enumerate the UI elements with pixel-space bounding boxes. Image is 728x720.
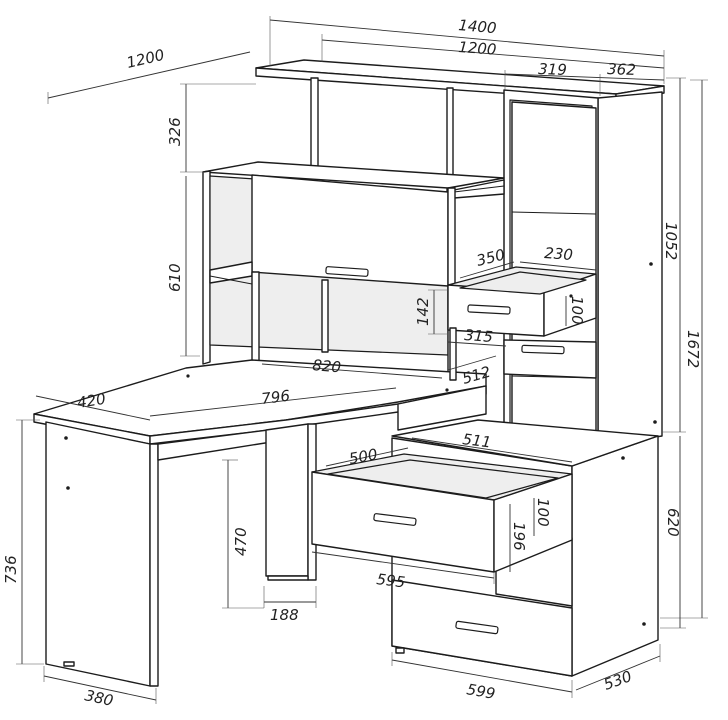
label-420: 420 — [76, 390, 107, 412]
dimension-labels: 1400 1200 319 362 1200 326 610 1052 1672… — [2, 16, 702, 710]
label-595: 595 — [376, 570, 407, 591]
label-1200-depth: 1200 — [125, 46, 166, 72]
upper-hutch — [202, 161, 505, 379]
label-1400: 1400 — [458, 16, 498, 37]
label-599: 599 — [465, 680, 496, 703]
label-620: 620 — [664, 508, 682, 537]
upper-drawer-open — [447, 266, 597, 337]
label-512: 512 — [460, 363, 492, 388]
label-196: 196 — [510, 522, 528, 551]
label-530: 530 — [601, 667, 634, 694]
label-500: 500 — [348, 445, 379, 468]
label-1672: 1672 — [684, 330, 702, 368]
label-736: 736 — [2, 555, 20, 584]
label-326: 326 — [166, 117, 184, 146]
upper-drawer-closed — [503, 339, 597, 379]
label-100-lower: 100 — [534, 498, 552, 527]
label-188: 188 — [270, 606, 299, 624]
label-230: 230 — [544, 244, 574, 264]
label-350: 350 — [475, 245, 507, 269]
label-511: 511 — [462, 430, 493, 451]
center-leg — [265, 423, 317, 581]
label-142: 142 — [414, 297, 432, 326]
label-100-upper: 100 — [568, 296, 586, 325]
label-820: 820 — [312, 356, 342, 376]
label-380: 380 — [83, 686, 115, 710]
label-610: 610 — [166, 263, 184, 292]
label-362: 362 — [607, 60, 636, 79]
label-1200-width: 1200 — [458, 38, 497, 59]
label-319: 319 — [538, 60, 567, 79]
lower-drawer-open — [311, 453, 573, 573]
left-leg — [45, 421, 159, 687]
label-1052: 1052 — [662, 222, 680, 260]
label-796: 796 — [260, 387, 291, 408]
label-470: 470 — [232, 527, 250, 556]
dimension-lines — [16, 16, 708, 704]
label-315: 315 — [464, 326, 494, 346]
